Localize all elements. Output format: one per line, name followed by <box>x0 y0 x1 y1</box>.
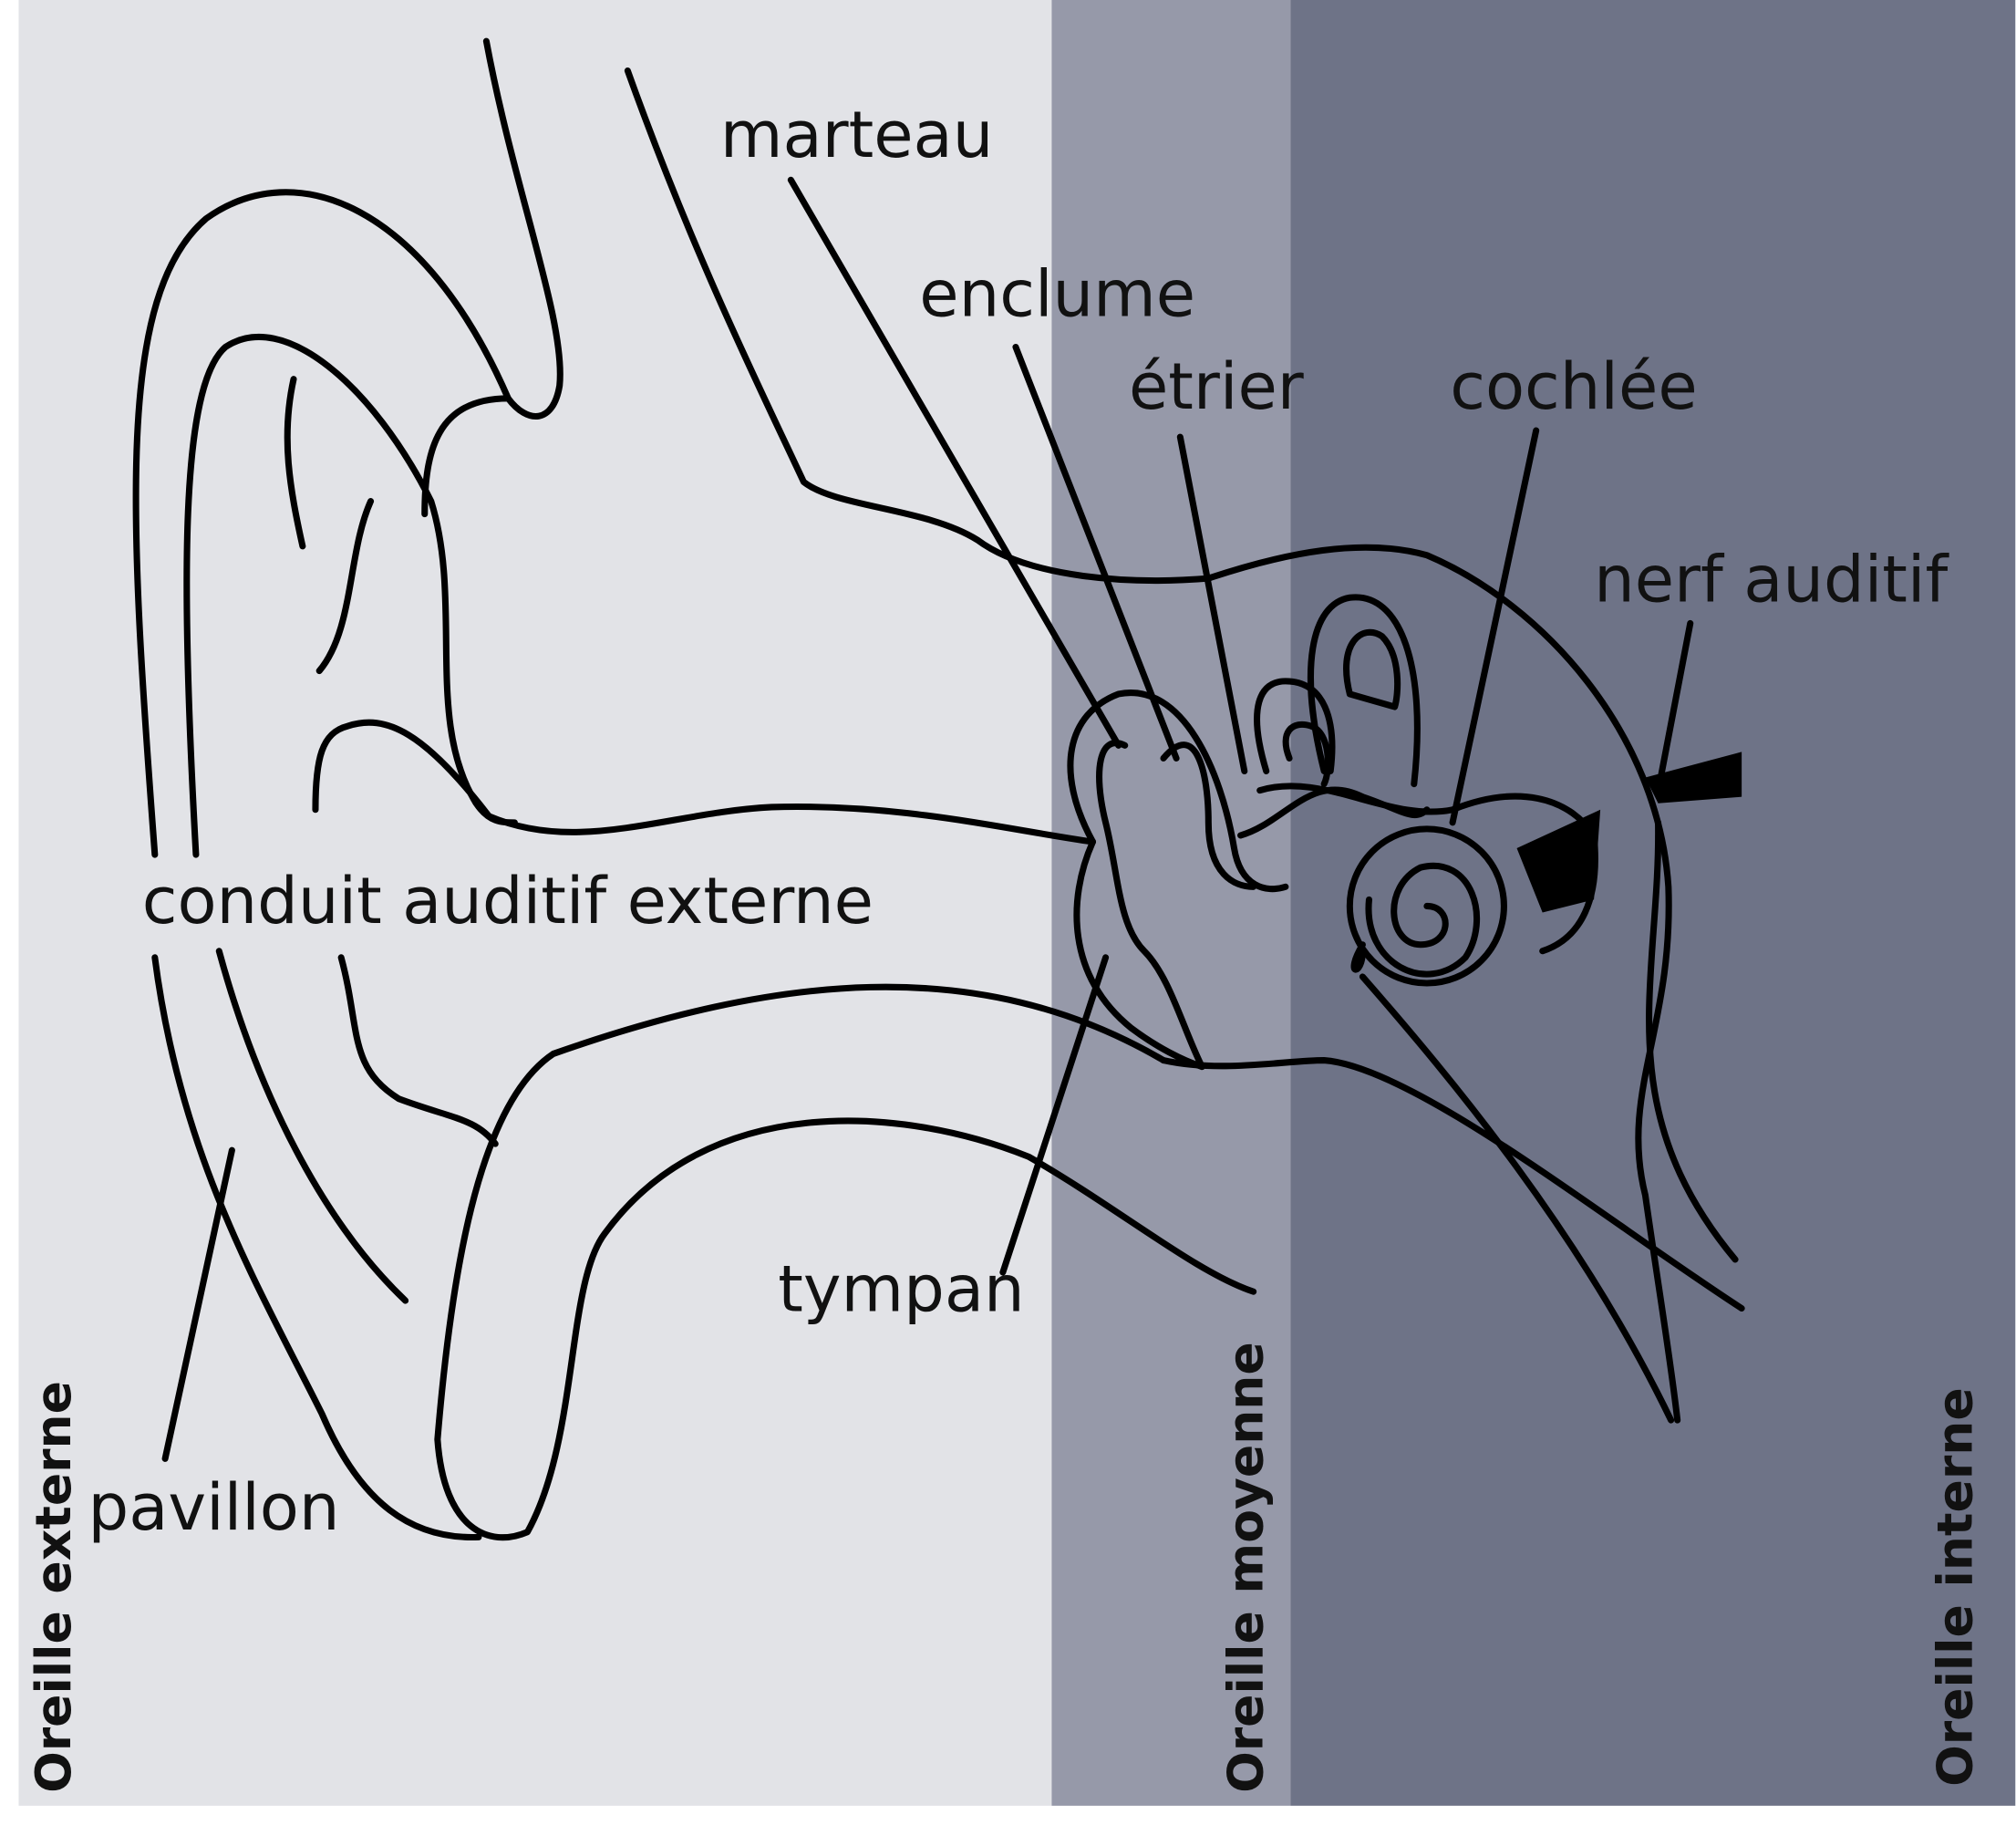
label-pavillon: pavillon <box>88 1470 340 1545</box>
label-tympan: tympan <box>778 1251 1024 1326</box>
zone-label-outer: Oreille externe <box>25 1381 82 1793</box>
zone-label-inner: Oreille interne <box>1926 1387 1983 1786</box>
middle-ear-ossicles <box>1067 690 1431 1071</box>
label-cochlee: cochlée <box>1450 349 1697 424</box>
zone-outer-bg <box>18 0 1052 1806</box>
label-conduit-auditif-externe: conduit auditif externe <box>142 864 874 938</box>
auditory-nerve-bundle <box>1645 752 1742 804</box>
label-enclume: enclume <box>919 257 1195 332</box>
label-marteau: marteau <box>720 98 994 172</box>
zone-label-middle: Oreille moyenne <box>1217 1342 1275 1793</box>
label-etrier: étrier <box>1129 349 1304 424</box>
inner-ear <box>1254 594 1742 987</box>
label-nerf-auditif: nerf auditif <box>1594 542 1949 617</box>
leader-lines <box>161 176 1694 1462</box>
nerve-fibers <box>1516 809 1601 913</box>
zone-middle-bg <box>1051 0 1291 1806</box>
ear-outline <box>132 37 1745 1541</box>
